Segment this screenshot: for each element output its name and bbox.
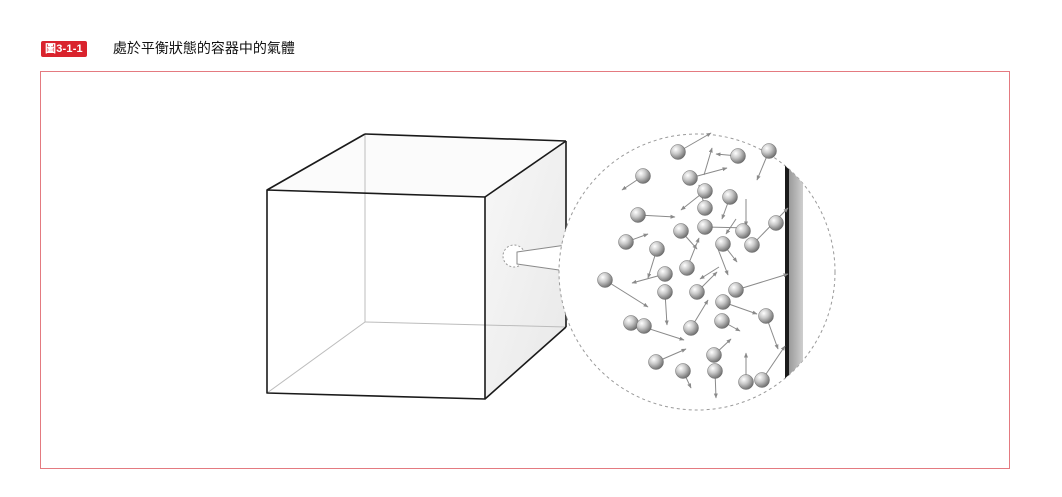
- molecule: [697, 200, 713, 216]
- molecule: [697, 219, 713, 235]
- molecule: [597, 272, 613, 288]
- molecule: [714, 313, 730, 329]
- molecule: [715, 294, 731, 310]
- molecule: [683, 320, 699, 336]
- molecule: [697, 183, 713, 199]
- container-wall-edge: [785, 140, 789, 400]
- container-wall: [789, 140, 803, 400]
- magnified-circle-outline: [558, 133, 836, 411]
- molecule: [707, 363, 723, 379]
- molecule: [649, 241, 665, 257]
- molecule: [738, 374, 754, 390]
- molecule: [730, 148, 746, 164]
- molecule: [635, 168, 651, 184]
- molecule: [754, 372, 770, 388]
- cube-right-face: [485, 141, 566, 399]
- molecule: [722, 189, 738, 205]
- molecule: [670, 144, 686, 160]
- molecule: [675, 363, 691, 379]
- molecule: [735, 223, 751, 239]
- molecule: [657, 284, 673, 300]
- molecule: [728, 282, 744, 298]
- molecule: [758, 308, 774, 324]
- molecule: [744, 237, 760, 253]
- gas-molecules: [597, 143, 784, 390]
- molecule: [768, 215, 784, 231]
- molecule: [657, 266, 673, 282]
- molecule: [715, 236, 731, 252]
- molecule: [706, 347, 722, 363]
- molecule: [682, 170, 698, 186]
- figure-frame: [40, 71, 1010, 469]
- cube-top-face: [267, 134, 566, 197]
- molecule: [636, 318, 652, 334]
- container-cube: [266, 133, 567, 400]
- figure-label-badge: 圖3-1-1: [41, 41, 87, 57]
- molecule: [618, 234, 634, 250]
- molecule: [761, 143, 777, 159]
- molecule: [623, 315, 639, 331]
- molecule: [673, 223, 689, 239]
- molecule: [648, 354, 664, 370]
- molecule: [679, 260, 695, 276]
- figure-title: 處於平衡狀態的容器中的氣體: [112, 41, 295, 57]
- cube-hidden-edges: [266, 134, 567, 394]
- molecule: [689, 284, 705, 300]
- figure-header: 圖3-1-1 處於平衡狀態的容器中的氣體: [41, 40, 295, 58]
- magnified-view: [558, 132, 836, 411]
- molecule: [630, 207, 646, 223]
